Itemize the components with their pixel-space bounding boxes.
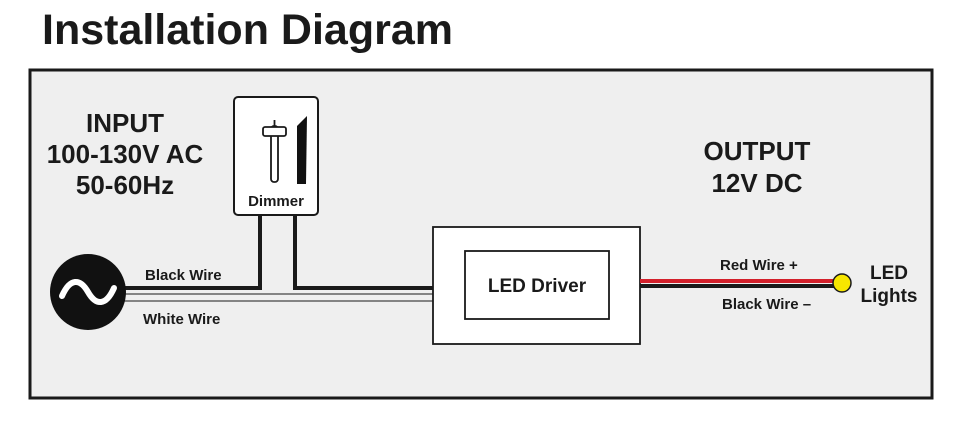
- driver-label: LED Driver: [488, 276, 587, 297]
- output-black-wire-label: Black Wire –: [722, 296, 811, 313]
- input-label: INPUT: [86, 108, 164, 138]
- black-wire-to-dimmer: [95, 215, 262, 290]
- led-lights-label-2: Lights: [861, 286, 918, 307]
- output-voltage: 12V DC: [711, 168, 802, 198]
- dimmer: Dimmer: [233, 96, 319, 216]
- led-driver: LED Driver: [432, 226, 641, 345]
- led-bulb-icon: [832, 273, 852, 293]
- ac-source-icon: [50, 254, 126, 330]
- slider-icon: [262, 116, 307, 184]
- input-voltage: 100-130V AC: [47, 139, 204, 169]
- diagram-title: Installation Diagram: [42, 6, 453, 54]
- white-wire: [95, 293, 433, 302]
- output-wires: [640, 279, 835, 288]
- output-red-wire-label: Red Wire +: [720, 257, 798, 274]
- input-frequency: 50-60Hz: [76, 170, 174, 200]
- led-lights-label: LED: [870, 263, 908, 284]
- input-black-wire-label: Black Wire: [145, 267, 222, 284]
- input-white-wire-label: White Wire: [143, 311, 220, 328]
- output-label: OUTPUT: [704, 136, 811, 166]
- dimmer-label: Dimmer: [248, 193, 304, 210]
- dimmer-to-driver-wire: [293, 215, 433, 290]
